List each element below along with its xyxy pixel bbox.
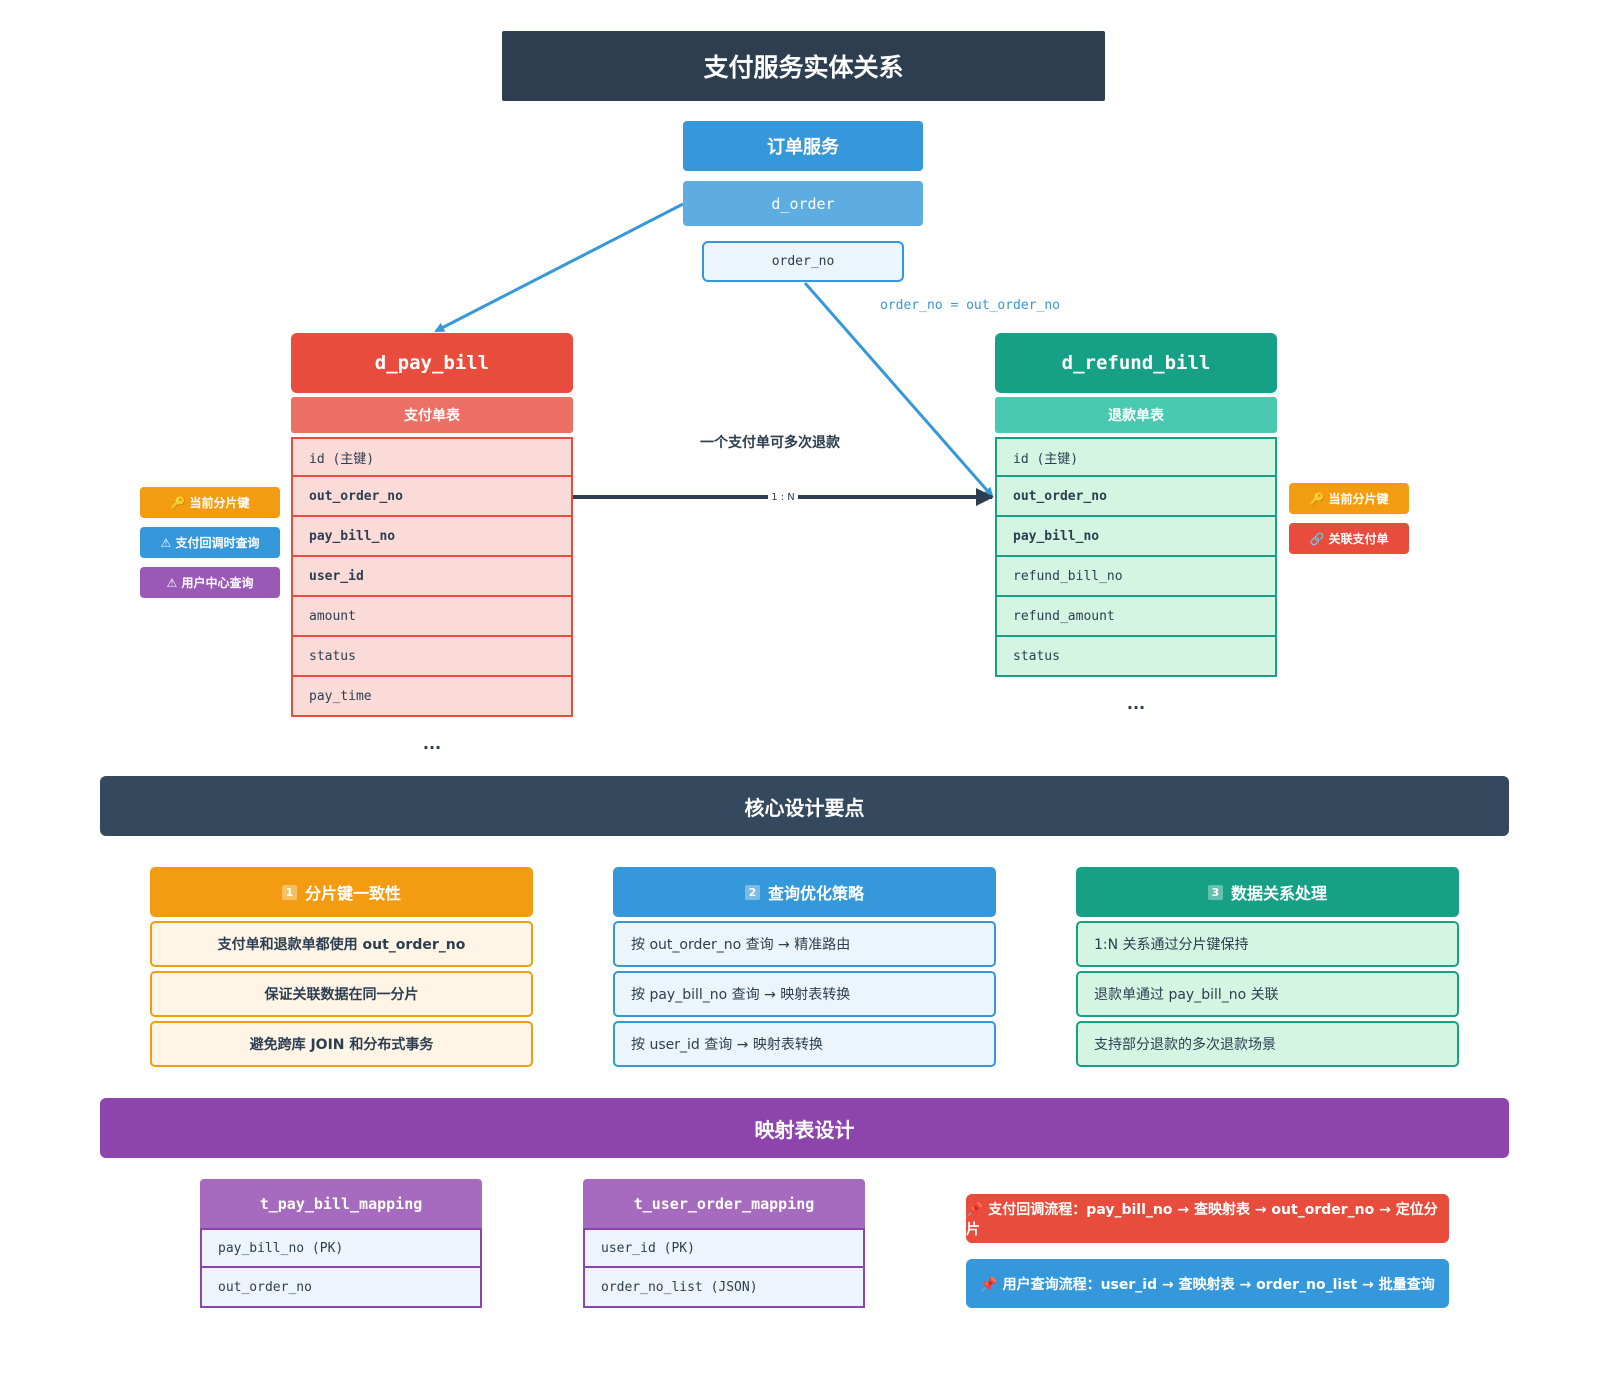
page-title: 支付服务实体关系 xyxy=(502,31,1105,101)
order-to-refund-bill-arrow xyxy=(803,282,994,498)
design-card-title: 分片键一致性 xyxy=(304,884,401,903)
design-card-item: 退款单通过 pay_bill_no 关联 xyxy=(1076,971,1459,1017)
refund-bill-field: status xyxy=(995,637,1277,677)
number-badge-icon: 1 xyxy=(281,884,297,900)
refund-bill-field: pay_bill_no xyxy=(995,517,1277,557)
pay-bill-field: out_order_no xyxy=(291,477,573,517)
mapping-table-field: user_id (PK) xyxy=(583,1228,865,1268)
mapping-table-header: t_pay_bill_mapping xyxy=(200,1179,482,1228)
refund-bill-field: id (主键) xyxy=(995,437,1277,477)
design-card-item: 保证关联数据在同一分片 xyxy=(150,971,533,1017)
order-to-pay-bill-arrow xyxy=(434,202,684,333)
design-card-title: 数据关系处理 xyxy=(1230,884,1327,903)
one-to-many-label: 一个支付单可多次退款 xyxy=(700,435,840,451)
design-card-header: 1 分片键一致性 xyxy=(150,867,533,917)
design-card-item: 按 pay_bill_no 查询 → 映射表转换 xyxy=(613,971,996,1017)
pay-bill-entity-subtitle: 支付单表 xyxy=(291,397,573,433)
pay-bill-field: user_id xyxy=(291,557,573,597)
mapping-table-header: t_user_order_mapping xyxy=(583,1179,865,1228)
refund-bill-entity-header: d_refund_bill xyxy=(995,333,1277,393)
pay-bill-field: pay_time xyxy=(291,677,573,717)
d-order-table: d_order xyxy=(683,181,923,226)
core-design-banner: 核心设计要点 xyxy=(100,776,1509,836)
design-card-item: 按 out_order_no 查询 → 精准路由 xyxy=(613,921,996,967)
design-card-header: 3 数据关系处理 xyxy=(1076,867,1459,917)
design-card-item: 1:N 关系通过分片键保持 xyxy=(1076,921,1459,967)
ratio-label: 1 : N xyxy=(768,490,798,504)
order-service-header: 订单服务 xyxy=(683,121,923,171)
pay-bill-tag: ⚠ 用户中心查询 xyxy=(140,567,280,598)
refund-bill-ellipsis: ... xyxy=(1126,693,1146,713)
mapping-table-field: order_no_list (JSON) xyxy=(583,1268,865,1308)
pay-bill-entity-header: d_pay_bill xyxy=(291,333,573,393)
query-flow-note: 📌 支付回调流程：pay_bill_no → 查映射表 → out_order_… xyxy=(966,1194,1449,1243)
refund-bill-tag: 🔗 关联支付单 xyxy=(1289,523,1409,554)
design-card-item: 支持部分退款的多次退款场景 xyxy=(1076,1021,1459,1067)
refund-bill-field: refund_bill_no xyxy=(995,557,1277,597)
design-card-item: 支付单和退款单都使用 out_order_no xyxy=(150,921,533,967)
order-no-mapping-label: order_no = out_order_no xyxy=(880,298,1061,313)
design-card-item: 避免跨库 JOIN 和分布式事务 xyxy=(150,1021,533,1067)
refund-bill-field: out_order_no xyxy=(995,477,1277,517)
query-flow-note: 📌 用户查询流程：user_id → 查映射表 → order_no_list … xyxy=(966,1259,1449,1308)
pay-bill-field: pay_bill_no xyxy=(291,517,573,557)
refund-bill-entity-subtitle: 退款单表 xyxy=(995,397,1277,433)
pay-bill-field: amount xyxy=(291,597,573,637)
pay-bill-field: id (主键) xyxy=(291,437,573,477)
number-badge-icon: 3 xyxy=(1207,884,1223,900)
design-card-title: 查询优化策略 xyxy=(767,884,864,903)
refund-bill-field: refund_amount xyxy=(995,597,1277,637)
pay-bill-ellipsis: ... xyxy=(422,733,442,753)
mapping-table-field: pay_bill_no (PK) xyxy=(200,1228,482,1268)
mapping-table-field: out_order_no xyxy=(200,1268,482,1308)
pay-bill-field: status xyxy=(291,637,573,677)
design-card-header: 2 查询优化策略 xyxy=(613,867,996,917)
pay-bill-tag: ⚠ 支付回调时查询 xyxy=(140,527,280,558)
order-no-field: order_no xyxy=(702,241,904,282)
pay-bill-tag: 🔑 当前分片键 xyxy=(140,487,280,518)
number-badge-icon: 2 xyxy=(744,884,760,900)
refund-bill-tag: 🔑 当前分片键 xyxy=(1289,483,1409,514)
design-card-item: 按 user_id 查询 → 映射表转换 xyxy=(613,1021,996,1067)
mapping-design-banner: 映射表设计 xyxy=(100,1098,1509,1158)
